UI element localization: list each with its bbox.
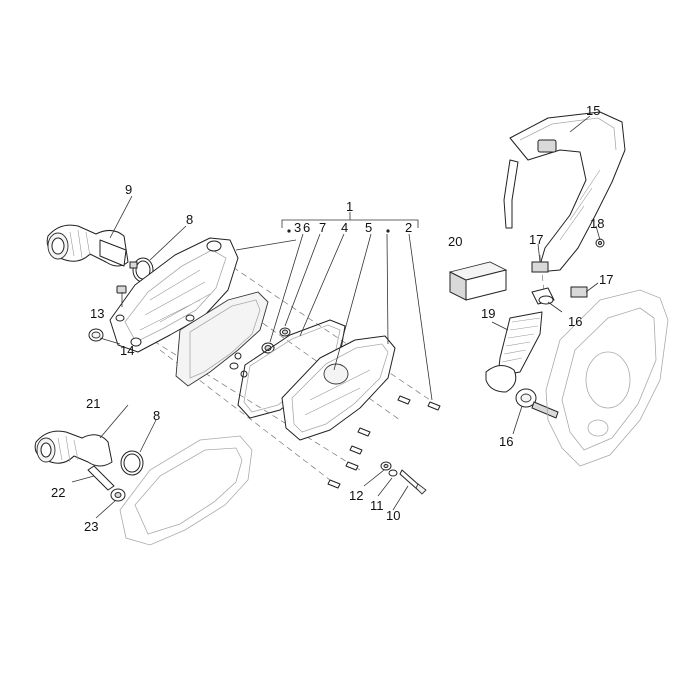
callout-3: 3 (294, 220, 301, 235)
callout-18: 18 (590, 216, 604, 231)
washers[interactable] (380, 461, 398, 477)
callout-2: 2 (405, 220, 412, 235)
callout-labels: 1 3 6 7 4 5 2 9 8 13 14 21 8 22 23 12 11… (51, 103, 613, 534)
callout-10: 10 (386, 508, 400, 523)
callout-12: 12 (349, 488, 363, 503)
callout-7: 7 (319, 220, 326, 235)
callout-21: 21 (86, 396, 100, 411)
callout-4: 4 (341, 220, 348, 235)
callout-23: 23 (84, 519, 98, 534)
callout-1: 1 (346, 199, 353, 214)
small-clip[interactable] (116, 285, 127, 294)
hose-clip[interactable] (110, 488, 126, 502)
latch-key[interactable] (515, 388, 559, 419)
callout-group-bracket (281, 212, 419, 233)
callout-14: 14 (120, 343, 134, 358)
screw-18[interactable] (595, 238, 605, 248)
hose-clamp-upper[interactable] (129, 257, 154, 283)
callout-16-lower: 16 (499, 434, 513, 449)
bracket-assembly[interactable] (503, 111, 626, 273)
breather-hose[interactable] (87, 465, 115, 491)
housing-outline-lower (119, 435, 253, 546)
rubber-pads[interactable] (531, 261, 588, 298)
callout-5: 5 (365, 220, 372, 235)
leader-lines (71, 115, 601, 519)
small-clamp-14[interactable] (88, 328, 104, 342)
callout-8-lower: 8 (153, 408, 160, 423)
callout-15: 15 (586, 103, 600, 118)
callout-11: 11 (370, 498, 384, 513)
filter-element[interactable] (175, 291, 269, 387)
callout-17-upper: 17 (529, 232, 543, 247)
long-bolt[interactable] (399, 469, 427, 495)
callout-17-lower: 17 (599, 272, 613, 287)
callout-6: 6 (303, 220, 310, 235)
callout-8-upper: 8 (186, 212, 193, 227)
callout-16-upper: 16 (568, 314, 582, 329)
intake-duct-upper[interactable] (46, 224, 129, 267)
filter-cover[interactable] (281, 335, 396, 441)
screws[interactable] (327, 395, 441, 489)
intake-duct-lower[interactable] (34, 430, 113, 467)
foam-block[interactable] (448, 261, 508, 301)
callout-13: 13 (90, 306, 104, 321)
engine-case-outline (545, 289, 669, 467)
air-filter-housing[interactable] (109, 237, 239, 353)
hose-clamp-lower[interactable] (120, 450, 144, 476)
callout-22: 22 (51, 485, 65, 500)
callout-9: 9 (125, 182, 132, 197)
callout-20: 20 (448, 234, 462, 249)
connector-upper[interactable] (531, 287, 555, 305)
corrugated-hose[interactable] (485, 311, 543, 393)
callout-19: 19 (481, 306, 495, 321)
